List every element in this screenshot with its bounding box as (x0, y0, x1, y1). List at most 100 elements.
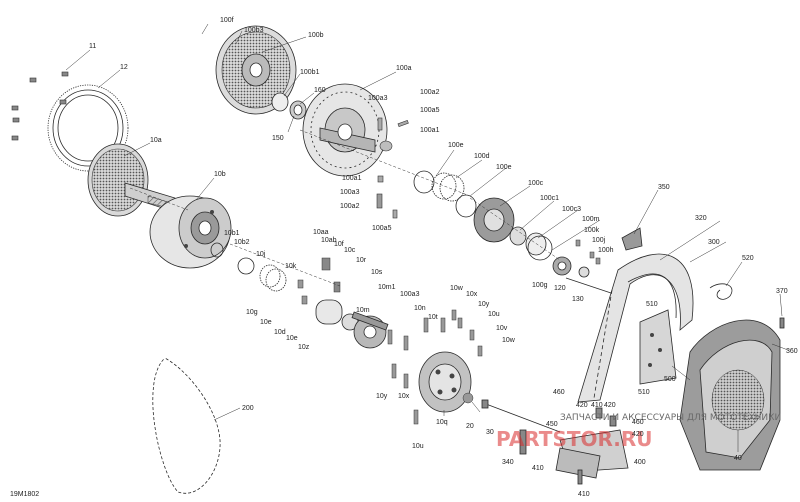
label-10y-top: 10y (478, 301, 490, 308)
screw-370-part (779, 317, 785, 329)
label-100a5-lower: 100a5 (372, 225, 392, 232)
label-100e-lower: 100e (496, 164, 512, 171)
watermark-text: ЗАПЧАСТИ И АКСЕССУАРЫ ДЛЯ МОТОТЕХНИКИ (560, 413, 781, 423)
label-370: 370 (776, 288, 788, 295)
label-12: 12 (120, 64, 128, 71)
driven-springs-part (413, 170, 477, 218)
drive-belt-part (151, 356, 222, 495)
label-10m: 10m (356, 307, 370, 314)
label-100a: 100a (396, 65, 412, 72)
label-300: 300 (708, 239, 720, 246)
label-10x-lower: 10x (398, 393, 410, 400)
label-360: 360 (786, 348, 798, 355)
label-100a3-lower: 100a3 (340, 189, 360, 196)
label-100e-top: 100e (448, 142, 464, 149)
label-100c1: 100c1 (540, 195, 559, 202)
label-10t: 10t (428, 314, 438, 321)
label-10e-lower: 10e (286, 335, 298, 342)
label-10v: 10v (496, 325, 508, 332)
label-10s: 10s (371, 269, 383, 276)
label-100j: 100j (592, 237, 606, 244)
label-160: 160 (314, 87, 326, 94)
label-10d: 10d (274, 329, 286, 336)
label-510-lower: 510 (638, 389, 650, 396)
label-520: 520 (742, 255, 754, 262)
clip-350-part (621, 227, 643, 251)
label-10j: 10j (256, 251, 266, 258)
label-100a3: 100a3 (368, 95, 388, 102)
driven-fixed-sheave-part (215, 25, 297, 115)
label-10b2: 10b2 (234, 239, 250, 246)
cable-520-part (709, 283, 733, 300)
label-100k: 100k (584, 227, 600, 234)
label-10ab: 10ab (321, 237, 337, 244)
label-10x-top: 10x (466, 291, 478, 298)
belt-guard-cover-part (679, 319, 781, 471)
label-20: 20 (466, 423, 474, 430)
label-100d: 100d (474, 153, 490, 160)
part-labels: 100f 100b3 100b 11 12 100b1 160 150 100a… (10, 17, 798, 498)
label-10f: 10f (334, 241, 344, 248)
label-10u-lower: 10u (412, 443, 424, 450)
label-100m: 100m (582, 216, 600, 223)
label-130: 130 (572, 296, 584, 303)
label-100g: 100g (532, 282, 548, 289)
label-10z: 10z (298, 344, 310, 351)
label-10m1: 10m1 (378, 284, 396, 291)
label-460-top: 460 (553, 389, 565, 396)
spider-part (351, 311, 389, 349)
label-40: 40 (734, 455, 742, 462)
label-10k: 10k (285, 263, 297, 270)
label-10b1: 10b1 (224, 230, 240, 237)
bracket-part (639, 309, 677, 385)
label-500: 500 (664, 376, 676, 383)
label-10g: 10g (246, 309, 258, 316)
hub-bolts-part (387, 309, 483, 425)
label-100c: 100c (528, 180, 544, 187)
label-460-lower: 460 (632, 419, 644, 426)
label-410-mid: 410 (532, 465, 544, 472)
bearing-and-bolt-part (552, 239, 615, 295)
label-320: 320 (695, 215, 707, 222)
label-10w-lower: 10w (502, 337, 516, 344)
clutch-hub-part (418, 351, 472, 413)
label-350: 350 (658, 184, 670, 191)
label-510-top: 510 (646, 301, 658, 308)
label-11: 11 (89, 43, 96, 50)
label-10y-lower: 10y (376, 393, 388, 400)
label-10q: 10q (436, 419, 448, 426)
bolt-20-part (481, 399, 561, 433)
movable-sheave-part (149, 195, 232, 269)
sheave-hardware-part (376, 117, 409, 219)
figure-id: 19M1802 (10, 491, 39, 498)
label-10b: 10b (214, 171, 226, 178)
leader-lines (65, 23, 789, 452)
label-150: 150 (272, 135, 284, 142)
label-200: 200 (242, 405, 254, 412)
label-100b: 100b (308, 32, 324, 39)
drive-spring-part (210, 242, 287, 292)
bushing-rings-part (271, 92, 307, 120)
label-30: 30 (486, 429, 494, 436)
driven-movable-sheave-part (302, 83, 388, 177)
label-100f: 100f (220, 17, 234, 24)
label-420-a: 420 (576, 402, 588, 409)
label-10c: 10c (344, 247, 356, 254)
label-100a1: 100a1 (420, 127, 440, 134)
label-420-c: 420 (632, 431, 644, 438)
label-100a2: 100a2 (420, 89, 440, 96)
label-10u-top: 10u (488, 311, 500, 318)
belt-guard-frame-part (577, 253, 694, 403)
label-100a5: 100a5 (420, 107, 440, 114)
label-10a: 10a (150, 137, 162, 144)
label-100c3: 100c3 (562, 206, 581, 213)
label-420-b: 420 (604, 402, 616, 409)
label-400: 400 (634, 459, 646, 466)
label-10aa: 10aa (313, 229, 329, 236)
label-100b3: 100b3 (244, 27, 264, 34)
label-410-top: 410 (591, 402, 603, 409)
label-100a3-hub: 100a3 (400, 291, 420, 298)
label-100a2-lower: 100a2 (340, 203, 360, 210)
screws-11-part (11, 71, 69, 141)
